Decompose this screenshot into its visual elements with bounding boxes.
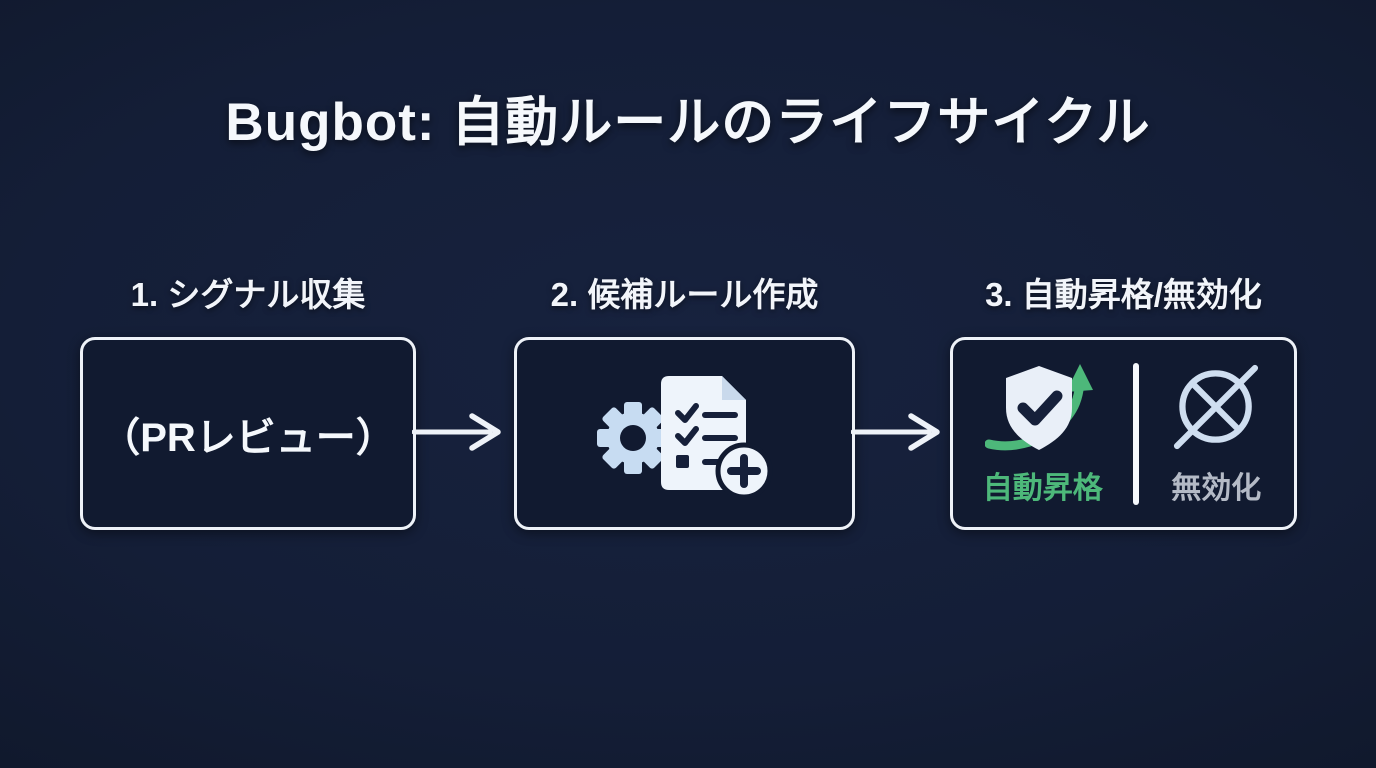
crossed-circle-icon	[1174, 364, 1259, 450]
step-1-box-text: （PRレビュー）	[100, 415, 396, 460]
arrow-right-icon	[412, 413, 501, 451]
gear-checklist-document-plus-icon	[596, 375, 772, 498]
step-3-box: 自動昇格 無効化	[950, 337, 1297, 530]
arrow-right-icon	[851, 413, 940, 451]
step-2-label: 2. 候補ルール作成	[550, 276, 819, 313]
step-3-label: 3. 自動昇格/無効化	[985, 276, 1262, 313]
auto-promote-label: 自動昇格	[982, 472, 1103, 505]
auto-promote-outcome: 自動昇格	[983, 360, 1103, 507]
vertical-divider	[1132, 362, 1139, 505]
disable-label: 無効化	[1171, 472, 1262, 505]
shield-check-growth-arrow-icon	[984, 364, 1093, 451]
page-title: Bugbot: 自動ルールのライフサイクル	[225, 93, 1151, 152]
step-2-box	[514, 337, 855, 530]
step-1-label: 1. シグナル収集	[130, 276, 366, 313]
step-1-box: （PRレビュー）	[80, 337, 416, 530]
disable-outcome: 無効化	[1168, 360, 1264, 507]
